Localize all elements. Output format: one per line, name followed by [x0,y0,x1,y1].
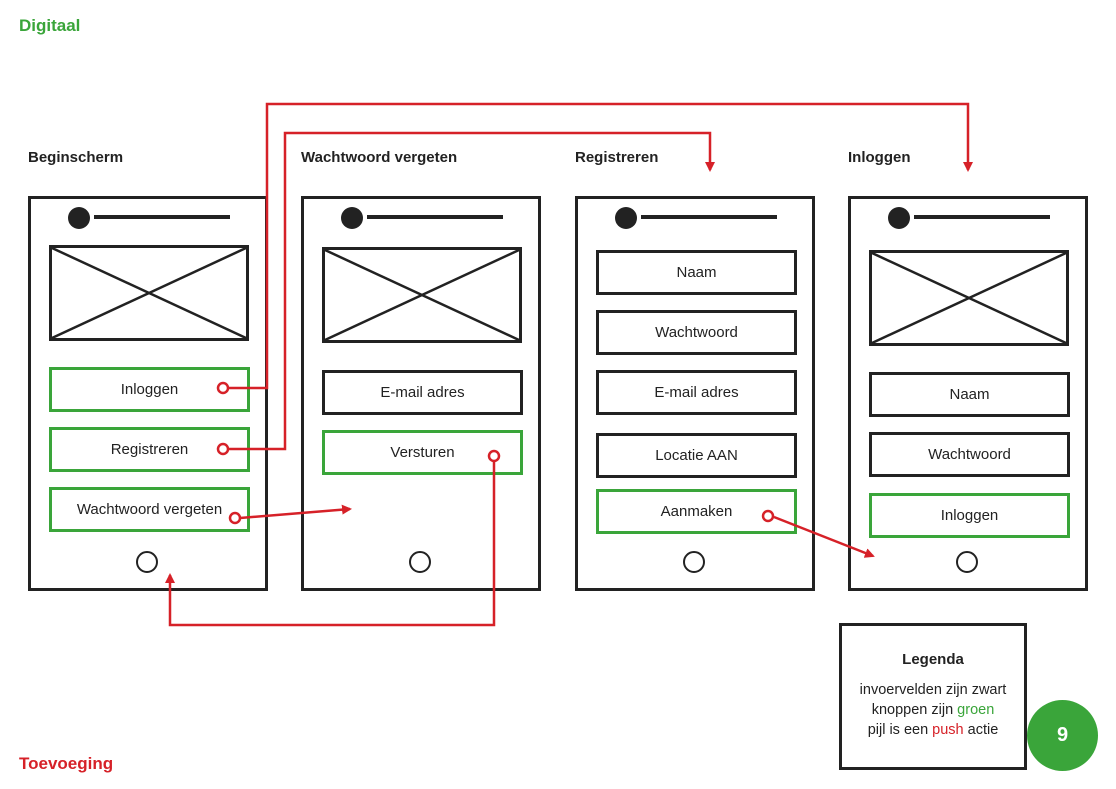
email-input[interactable]: E-mail adres [322,370,523,415]
locatie-input[interactable]: Locatie AAN [596,433,797,478]
screen-title-wachtwoord-vergeten: Wachtwoord vergeten [301,149,458,166]
aanmaken-button[interactable]: Aanmaken [596,489,797,534]
image-placeholder [869,250,1069,346]
registreren-button[interactable]: Registreren [49,427,250,472]
phone-inloggen: Naam Wachtwoord Inloggen [848,196,1088,591]
home-button-icon [136,551,158,573]
speaker-bar [641,215,777,219]
legend: Legenda invoervelden zijn zwart knoppen … [839,623,1027,770]
legend-line-arrows: pijl is een push actie [842,720,1024,740]
camera-icon [615,207,637,229]
legend-green-word: groen [957,702,995,718]
camera-icon [68,207,90,229]
screen-title-registreren: Registreren [575,149,659,166]
page-number-badge: 9 [1027,700,1098,771]
speaker-bar [94,215,230,219]
home-button-icon [956,551,978,573]
camera-icon [888,207,910,229]
versturen-button[interactable]: Versturen [322,430,523,475]
legend-red-word: push [932,722,964,738]
legend-text: pijl is een [867,722,933,738]
footer-label: Toevoeging [19,754,114,773]
phone-registreren: Naam Wachtwoord E-mail adres Locatie AAN… [575,196,815,591]
wachtwoord-input[interactable]: Wachtwoord [869,432,1070,477]
screen-title-beginscherm: Beginscherm [28,149,124,166]
camera-icon [341,207,363,229]
legend-text: actie [963,722,999,738]
wachtwoord-vergeten-button[interactable]: Wachtwoord vergeten [49,487,250,532]
image-placeholder [49,245,249,341]
naam-input[interactable]: Naam [869,372,1070,417]
speaker-bar [914,215,1050,219]
naam-input[interactable]: Naam [596,250,797,295]
page-heading: Digitaal [19,16,81,35]
email-input[interactable]: E-mail adres [596,370,797,415]
home-button-icon [683,551,705,573]
wachtwoord-input[interactable]: Wachtwoord [596,310,797,355]
legend-text: knoppen zijn [871,702,958,718]
inloggen-button[interactable]: Inloggen [869,493,1070,538]
legend-line-inputs: invoervelden zijn zwart [859,682,1007,698]
legend-line-buttons: knoppen zijn groen [842,700,1024,720]
image-placeholder [322,247,522,343]
legend-title: Legenda [902,651,964,668]
home-button-icon [409,551,431,573]
phone-beginscherm: Inloggen Registreren Wachtwoord vergeten [28,196,268,591]
screen-title-inloggen: Inloggen [848,149,911,166]
phone-wachtwoord-vergeten: E-mail adres Versturen [301,196,541,591]
inloggen-button[interactable]: Inloggen [49,367,250,412]
speaker-bar [367,215,503,219]
